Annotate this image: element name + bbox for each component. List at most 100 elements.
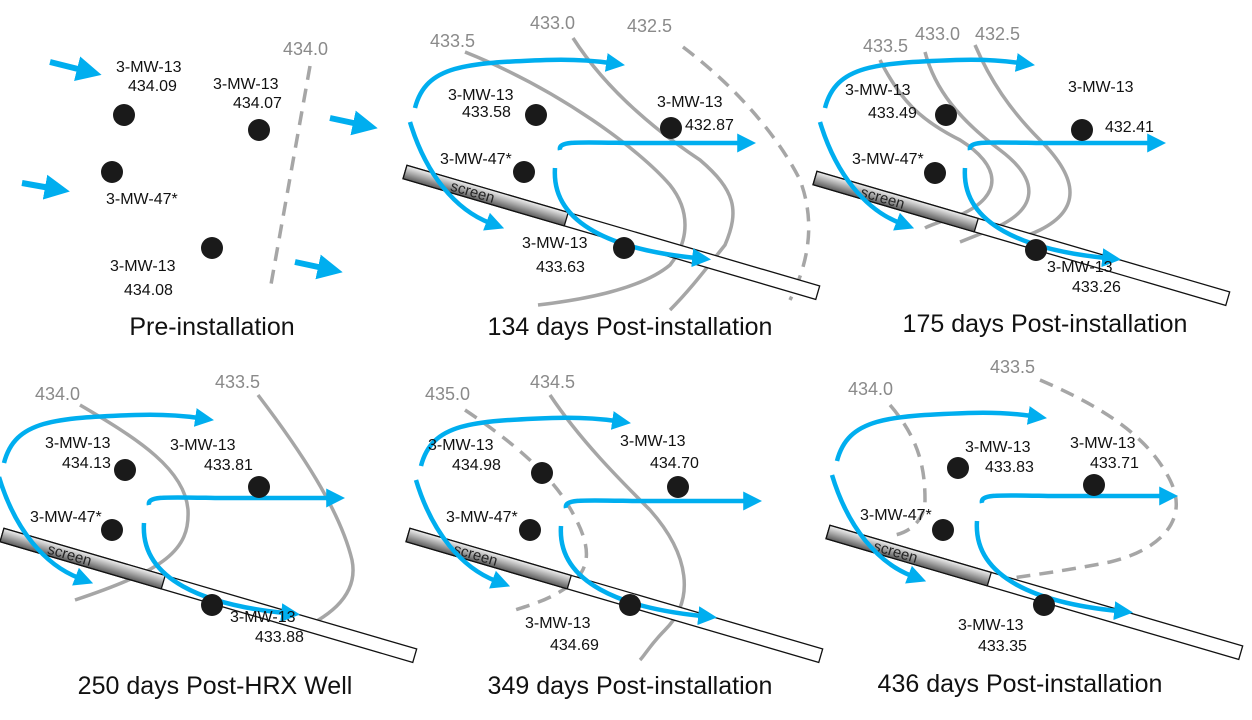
monitoring-well-marker	[947, 457, 969, 479]
panel-title: Pre-installation	[129, 313, 294, 341]
flow-path-arrow	[552, 167, 712, 268]
well-head-value: 434.07	[233, 95, 282, 112]
monitoring-well-marker	[525, 104, 547, 126]
well-name-label: 3-MW-47*	[446, 509, 518, 526]
contour-label: 433.0	[530, 13, 575, 33]
dashed-contour-line	[681, 45, 811, 301]
flow-path-arrow	[557, 133, 757, 153]
well-head-value: 434.70	[650, 455, 699, 472]
flow-path-arrow	[146, 488, 346, 508]
monitoring-well-marker	[248, 119, 270, 141]
flow-path-arrow	[141, 522, 301, 623]
flow-path-arrow	[558, 525, 718, 626]
well-head-value: 433.71	[1090, 455, 1139, 472]
panel-5: 435.0434.5screen3-MW-13434.983-MW-13434.…	[405, 372, 824, 700]
well-name-label: 3-MW-47*	[106, 191, 178, 208]
monitoring-well-marker	[519, 519, 541, 541]
well-screen: screen	[402, 164, 821, 301]
flow-path-arrow	[974, 520, 1134, 621]
monitoring-well-marker	[513, 161, 535, 183]
well-name-label: 3-MW-13	[116, 59, 182, 76]
monitoring-well-marker	[619, 594, 641, 616]
flow-path-arrow	[829, 474, 927, 584]
flow-path-arrow	[817, 121, 915, 231]
well-head-value: 432.87	[685, 117, 734, 134]
well-name-label: 3-MW-47*	[30, 509, 102, 526]
dashed-contour-line	[464, 408, 589, 612]
contour-label: 435.0	[425, 384, 470, 404]
dashed-contour-line	[984, 378, 1178, 584]
monitoring-well-marker	[201, 237, 223, 259]
monitoring-well-marker	[1083, 474, 1105, 496]
well-head-value: 434.08	[124, 282, 173, 299]
monitoring-well-marker	[667, 476, 689, 498]
monitoring-well-marker	[935, 104, 957, 126]
well-head-value: 433.49	[868, 105, 917, 122]
monitoring-well-marker	[101, 161, 123, 183]
well-name-label: 3-MW-13	[845, 82, 911, 99]
monitoring-well-marker	[531, 462, 553, 484]
monitoring-well-marker	[1071, 119, 1093, 141]
well-head-value: 432.41	[1105, 119, 1154, 136]
panel-title: 436 days Post-installation	[878, 670, 1163, 698]
contour-line	[923, 51, 1031, 244]
contour-label: 434.0	[35, 384, 80, 404]
contour-label: 433.5	[215, 372, 260, 392]
well-name-label: 3-MW-13	[428, 437, 494, 454]
well-name-label: 3-MW-13	[110, 258, 176, 275]
panel-6: 434.0433.5screen3-MW-13433.833-MW-13433.…	[825, 357, 1244, 698]
well-name-label: 3-MW-13	[1070, 435, 1136, 452]
panel-title: 134 days Post-installation	[488, 313, 773, 341]
monitoring-well-marker	[248, 476, 270, 498]
well-name-label: 3-MW-13	[525, 615, 591, 632]
well-head-value: 433.63	[536, 259, 585, 276]
dashed-contour-line	[268, 65, 312, 291]
well-name-label: 3-MW-13	[1047, 259, 1113, 276]
well-head-value: 434.98	[452, 457, 501, 474]
well-head-value: 434.09	[128, 78, 177, 95]
flow-path-arrow	[0, 476, 94, 586]
monitoring-well-marker	[660, 117, 682, 139]
contour-label: 433.5	[863, 36, 908, 56]
well-head-value: 434.13	[62, 455, 111, 472]
well-head-value: 434.69	[550, 637, 599, 654]
flow-path-arrow	[407, 121, 505, 231]
well-head-value: 433.88	[255, 629, 304, 646]
contour-line	[464, 50, 687, 307]
contour-label: 433.5	[990, 357, 1035, 377]
well-name-label: 3-MW-13	[213, 76, 279, 93]
well-name-label: 3-MW-47*	[860, 507, 932, 524]
screen-section	[0, 527, 167, 590]
monitoring-well-marker	[113, 104, 135, 126]
panel-title: 175 days Post-installation	[903, 310, 1188, 338]
well-name-label: 3-MW-13	[230, 609, 296, 626]
dashed-contour-line	[888, 403, 927, 537]
flow-path-arrow	[1, 408, 214, 464]
contour-line	[256, 393, 355, 632]
flow-path-arrow	[822, 53, 1035, 109]
well-name-label: 3-MW-13	[657, 94, 723, 111]
well-name-label: 3-MW-13	[620, 433, 686, 450]
contour-line	[571, 37, 735, 312]
flow-path-arrow	[418, 411, 631, 467]
contour-label: 434.0	[283, 39, 328, 59]
monitoring-well-marker	[201, 594, 223, 616]
flow-arrow	[21, 174, 70, 200]
flow-path-arrow	[834, 406, 1047, 462]
flow-path-arrow	[412, 53, 625, 109]
well-name-label: 3-MW-13	[522, 235, 588, 252]
well-head-value: 433.26	[1072, 279, 1121, 296]
well-head-value: 433.58	[462, 104, 511, 121]
monitoring-well-marker	[932, 519, 954, 541]
flow-path-arrow	[979, 486, 1179, 506]
screen-section	[402, 164, 570, 227]
well-head-value: 433.35	[978, 638, 1027, 655]
panel-title: 250 days Post-HRX Well	[78, 672, 353, 700]
well-name-label: 3-MW-13	[1068, 79, 1134, 96]
monitoring-well-marker	[1025, 239, 1047, 261]
flow-arrow	[49, 56, 102, 82]
